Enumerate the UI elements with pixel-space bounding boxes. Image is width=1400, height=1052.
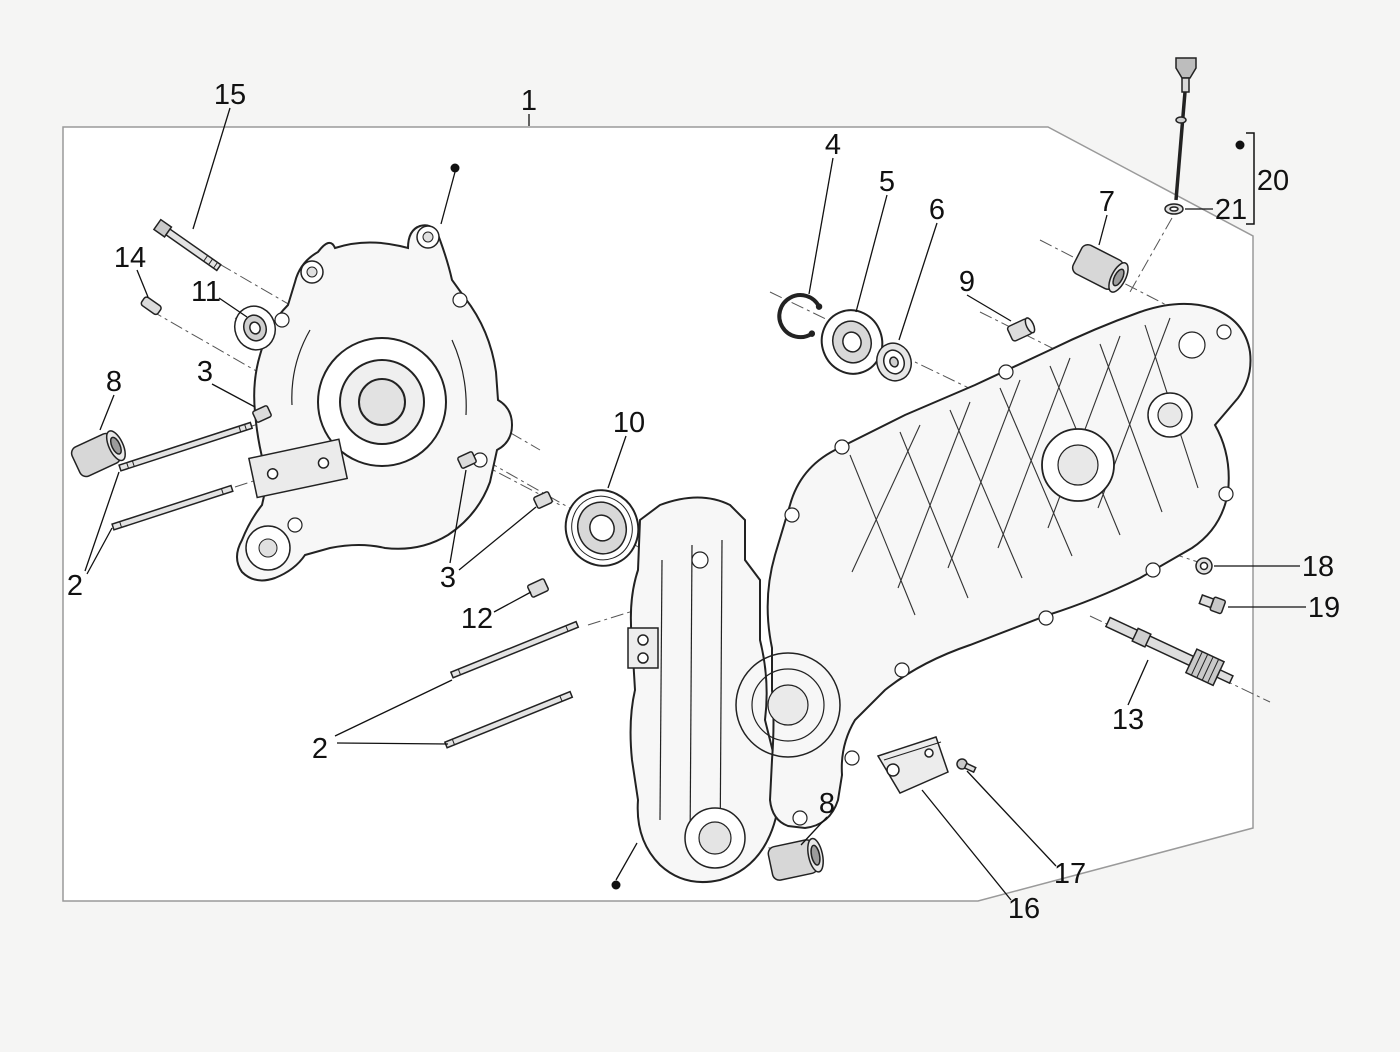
callout-17-22: 17 <box>1054 858 1086 890</box>
bushing-7 <box>1071 243 1129 293</box>
bushing-8-left <box>70 430 126 478</box>
bearing-5 <box>820 309 884 375</box>
callout-11-9: 11 <box>191 276 221 308</box>
anchor-dots <box>450 140 1245 890</box>
callout-20-6: 20 <box>1257 165 1289 197</box>
assembly-anchor-dot <box>450 163 460 173</box>
bolt-19 <box>1198 594 1226 615</box>
washer-18 <box>1195 557 1213 575</box>
callout-13-19: 13 <box>1112 704 1144 736</box>
bushing-8-bottom <box>767 837 824 881</box>
callout-16-23: 16 <box>1008 893 1040 925</box>
dipstick-anchor-dot <box>1235 140 1245 150</box>
parts <box>70 57 1234 881</box>
dowel-3-left <box>252 405 272 423</box>
washer-21 <box>1164 203 1184 215</box>
bearing-11 <box>234 305 276 351</box>
seal-6 <box>876 342 912 382</box>
bracket-20-21 <box>1246 132 1255 225</box>
right-crankcase-half <box>735 302 1252 830</box>
pin-12 <box>527 578 549 598</box>
stud-2-upper-b <box>111 484 234 531</box>
bolt-17 <box>956 758 977 774</box>
callout-1-1: 1 <box>521 85 537 117</box>
plate-16 <box>876 736 949 794</box>
stud-2-lower-b <box>443 690 574 749</box>
dowel-3-mid-a <box>457 451 477 469</box>
callout-3-12: 3 <box>197 356 213 388</box>
rib-lattice <box>849 317 1199 616</box>
middle-cover <box>627 496 780 884</box>
shaft-13 <box>1104 616 1234 687</box>
pin-14 <box>140 296 162 316</box>
callout-2-20: 2 <box>312 733 328 765</box>
dipstick-20 <box>1174 57 1197 201</box>
callout-6-4: 6 <box>929 194 945 226</box>
pin-9 <box>1006 317 1036 342</box>
callout-21-7: 21 <box>1215 194 1247 226</box>
callout-14-8: 14 <box>114 242 146 274</box>
bolt-15 <box>152 218 222 272</box>
leader-lines <box>84 107 1306 901</box>
callout-15-0: 15 <box>214 79 246 111</box>
stud-2-lower-a <box>449 620 580 679</box>
callout-7-5: 7 <box>1099 186 1115 218</box>
bearing-10 <box>564 489 640 567</box>
callout-18-17: 18 <box>1302 551 1334 583</box>
callout-3-15: 3 <box>440 562 456 594</box>
stud-2-upper-a <box>118 421 254 472</box>
left-crankcase-half <box>236 224 514 582</box>
assembly-anchor-dot <box>611 880 621 890</box>
callout-8-11: 8 <box>106 366 122 398</box>
callout-10-13: 10 <box>613 407 645 439</box>
callout-4-2: 4 <box>825 129 841 161</box>
callout-12-16: 12 <box>461 603 493 635</box>
dowel-3-mid-b <box>533 491 553 509</box>
callout-8-21: 8 <box>819 788 835 820</box>
circlip-4 <box>777 293 823 340</box>
callout-9-10: 9 <box>959 266 975 298</box>
callout-19-18: 19 <box>1308 592 1340 624</box>
callout-5-3: 5 <box>879 166 895 198</box>
callout-2-14: 2 <box>67 570 83 602</box>
